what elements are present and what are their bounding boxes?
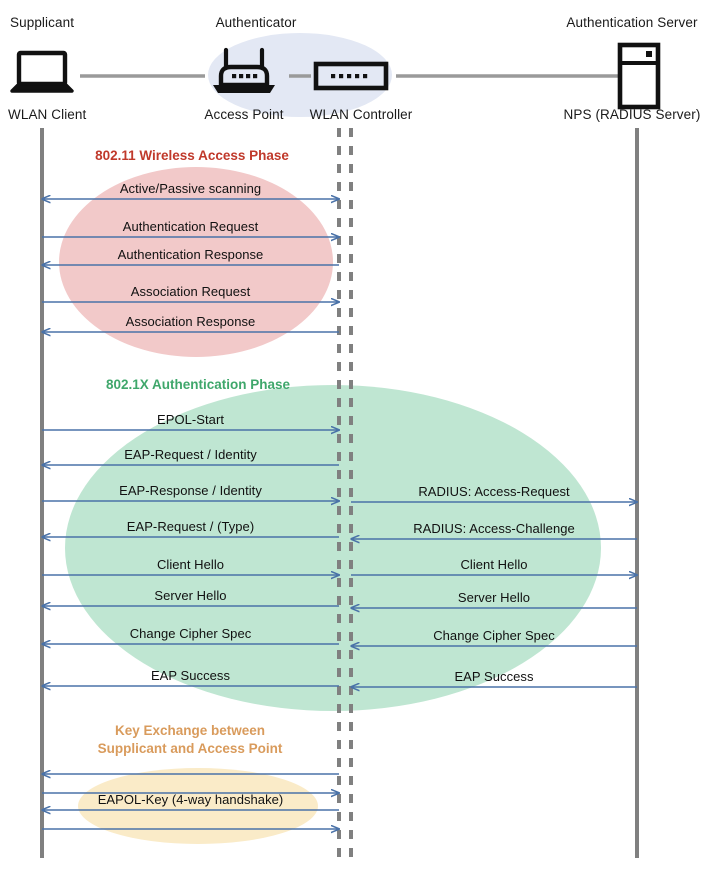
message-label: Server Hello [457, 590, 531, 605]
message-label: Change Cipher Spec [433, 628, 555, 643]
message-label: EAP Success [454, 669, 534, 684]
actor-role-authentication-server: Authentication Server [566, 15, 698, 30]
phase-80211-ellipse [59, 167, 333, 357]
message-label: EPOL-Start [157, 412, 224, 427]
message-label: Client Hello [156, 557, 225, 572]
phase-title-8021x: 802.1X Authentication Phase [105, 377, 291, 392]
message-label: Active/Passive scanning [119, 181, 262, 196]
phase-8021x-ellipse [65, 385, 601, 711]
phase-key-exchange-ellipse [78, 768, 318, 844]
message-label: RADIUS: Access-Request [418, 484, 570, 499]
message-label: EAP-Request / Identity [124, 447, 257, 462]
phase-title-key-exchange-line2: Supplicant and Access Point [97, 741, 283, 756]
actor-role-supplicant: Supplicant [10, 15, 75, 30]
phase-title-key-exchange-line1: Key Exchange between [114, 723, 266, 738]
actor-device-access-point: Access Point [204, 107, 284, 122]
phase-title-key-exchange: Key Exchange between Supplicant and Acce… [98, 722, 283, 758]
message-label: Change Cipher Spec [129, 626, 252, 641]
actor-device-wlan-controller: WLAN Controller [309, 107, 413, 122]
message-label: Server Hello [154, 588, 227, 603]
message-label: Client Hello [460, 557, 528, 572]
actor-role-authenticator: Authenticator [215, 15, 297, 30]
message-label: EAP-Response / Identity [119, 483, 262, 498]
laptop-icon [10, 50, 74, 93]
message-label: Authentication Request [122, 219, 259, 234]
server-icon [617, 42, 661, 110]
message-arrows [42, 199, 637, 829]
wireless-access-point-icon [213, 47, 275, 93]
actor-device-wlan-client: WLAN Client [8, 107, 87, 122]
message-label: EAPOL-Key (4-way handshake) [97, 792, 284, 807]
message-label: Authentication Response [117, 247, 264, 262]
message-label: RADIUS: Access-Challenge [413, 521, 575, 536]
message-label: Association Response [125, 314, 256, 329]
wlan-controller-icon [313, 61, 389, 91]
actor-device-nps-radius-server: NPS (RADIUS Server) [563, 107, 701, 122]
message-label: Association Request [130, 284, 251, 299]
phase-title-80211: 802.11 Wireless Access Phase [95, 148, 289, 163]
message-label: EAP-Request / (Type) [126, 519, 255, 534]
message-label: EAP Success [150, 668, 231, 683]
